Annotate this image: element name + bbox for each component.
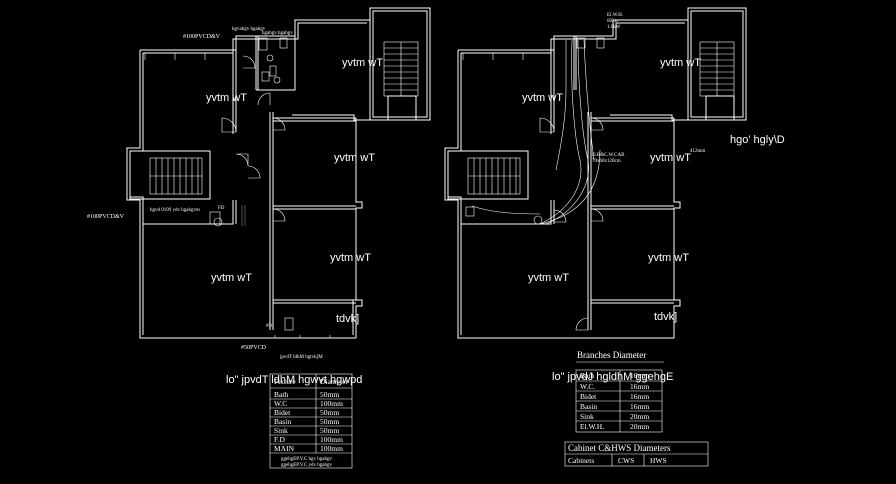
- right-branches-row-3-col-1: 20mm: [630, 412, 649, 421]
- right-branches-row-4-col-0: El.W.H.: [580, 422, 604, 431]
- right-branches-title: Branches Diameter: [577, 350, 646, 360]
- left-header-note-2: hgahgv hgahgv: [262, 31, 293, 36]
- left-note-mid: hgvd 0199 ydv hgahgvm: [150, 208, 200, 213]
- right-ewh-label-1: El.W.H.: [607, 13, 623, 18]
- right-branches-row-3-col-0: Sink: [580, 412, 594, 421]
- right-room-label-5: yvtm wT: [528, 272, 569, 284]
- left-floor-plan: [126, 7, 431, 339]
- left-table-row-4-col-1: 50mm: [320, 426, 339, 435]
- left-pipe-label-left: #100PVCD&V: [87, 214, 125, 220]
- right-branches-row-2-col-0: Basin: [580, 402, 597, 411]
- right-floor-plan: [444, 7, 747, 339]
- left-table-row-6-col-1: 100mm: [320, 444, 343, 453]
- right-branches-table: [575, 361, 664, 433]
- right-branches-row-2-col-1: 16mm: [630, 402, 649, 411]
- left-fd-label: FD: [218, 206, 225, 211]
- left-table-row-6-col-0: MAIN: [274, 444, 295, 453]
- left-table-footer-1: ggehgEP.V.C hgv hgahgv: [281, 457, 333, 462]
- right-cabinet-table: [564, 441, 709, 467]
- left-plan-title: lo" jpvdT ldhM hgwvt hgwpd: [226, 374, 362, 386]
- left-table-row-3-col-1: 50mm: [320, 417, 339, 426]
- left-table-row-1-col-0: W.C: [274, 399, 287, 408]
- right-room-label-3: yvtm wT: [650, 152, 691, 164]
- left-table-row-2-col-0: Bidet: [274, 408, 291, 417]
- right-side-note: hgo' hgly\D: [730, 134, 785, 146]
- right-cabinet-title: Cabinet C&HWS Diameters: [568, 443, 671, 453]
- left-table-row-2-col-1: 50mm: [320, 408, 339, 417]
- left-table-row-5-col-1: 100mm: [320, 435, 343, 444]
- right-branches-row-4-col-1: 20mm: [630, 422, 649, 431]
- left-table-row-0-col-1: 50mm: [320, 390, 339, 399]
- left-room-label-3: yvtm wT: [334, 152, 375, 164]
- right-branches-row-0-col-1: 16mm: [630, 382, 649, 391]
- right-kitchen-label: tdvk]: [654, 311, 677, 323]
- left-room-label-4: yvtm wT: [330, 252, 371, 264]
- right-branches-header-1: Bath: [580, 371, 594, 380]
- right-cabinet-header-1: Cabinets: [568, 456, 594, 465]
- left-table-row-1-col-1: 100mm: [320, 399, 343, 408]
- left-room-label-2: yvtm wT: [342, 57, 383, 69]
- left-caption-small: jpvdT ldhM hgtvk]M: [279, 355, 323, 360]
- left-room-label-1: yvtm wT: [206, 92, 247, 104]
- left-pipe-label-small: #50: [266, 324, 274, 329]
- right-room-label-1: yvtm wT: [522, 92, 563, 104]
- right-branches-header-2: 16mm: [630, 371, 649, 380]
- right-branches-row-1-col-0: Bidet: [580, 392, 597, 401]
- left-pipe-label-bottom: #50PVCD: [241, 345, 267, 351]
- right-branches-row-1-col-1: 16mm: [630, 392, 649, 401]
- right-plan-title: lo" jpvdJ hgldhM ggehgE: [552, 371, 673, 383]
- right-cabinet-label-1: D.B&C.W.CAB: [592, 153, 625, 158]
- right-branches-row-0-col-0: W.C.: [580, 382, 595, 391]
- right-dim-label: 412mm: [690, 149, 705, 154]
- left-fixture-table: [269, 373, 353, 469]
- left-table-row-3-col-0: Basin: [274, 417, 291, 426]
- right-cabinet-header-3: HWS: [650, 456, 667, 465]
- left-table-row-0-col-0: Bath: [274, 390, 288, 399]
- left-table-footer-2: ggehgEP.V.C ydv hgahgv: [281, 463, 333, 468]
- right-ewh-label-2: 60Ltr: [607, 19, 618, 24]
- left-table-row-4-col-0: Sink: [274, 426, 288, 435]
- right-cabinet-label-2: 70x60x120cm: [592, 159, 621, 164]
- left-table-header-2: Diameter: [320, 377, 348, 386]
- right-room-label-4: yvtm wT: [648, 252, 689, 264]
- right-room-label-2: yvtm wT: [660, 57, 701, 69]
- left-kitchen-label: tdvk]: [336, 313, 359, 325]
- right-cabinet-header-2: CWS: [618, 456, 634, 465]
- left-pipe-label-top: #100PVCD&V: [183, 34, 221, 40]
- left-table-row-5-col-0: F.D: [274, 435, 285, 444]
- left-table-header-1: Fixture: [274, 377, 296, 386]
- right-ewh-label-3: 1.0kW: [607, 25, 621, 30]
- left-header-note-1: hgvahgv hgahgv: [232, 27, 266, 32]
- left-room-label-5: yvtm wT: [211, 272, 252, 284]
